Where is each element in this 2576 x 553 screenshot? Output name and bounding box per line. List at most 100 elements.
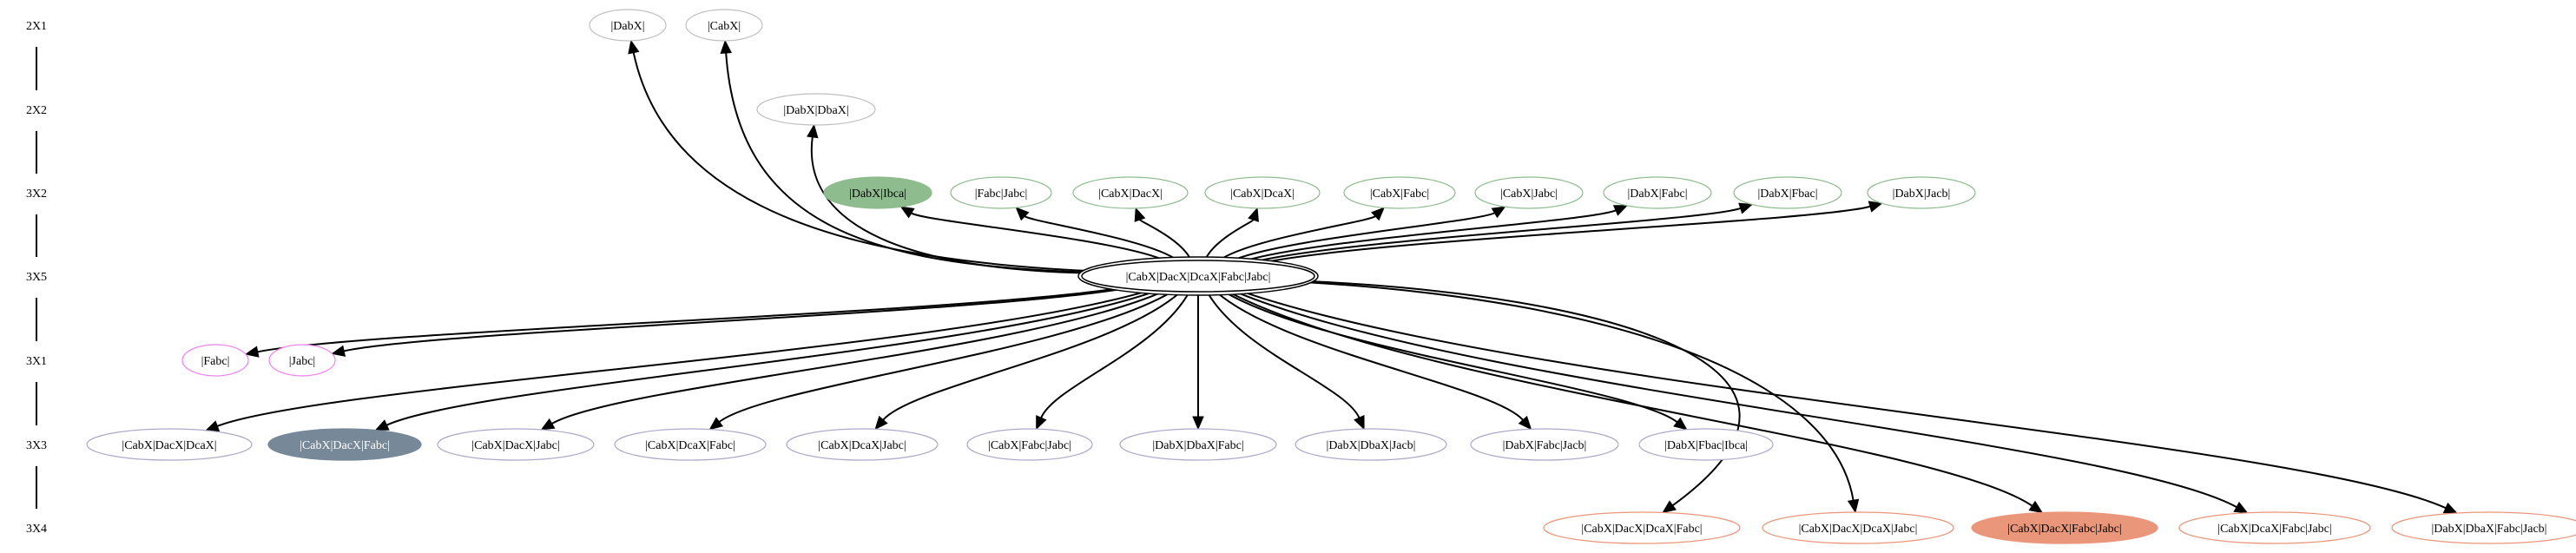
node-label-n3x3_4: |CabX|DcaX|Fabc| (645, 439, 735, 452)
edge-n3x3_1 (216, 289, 1150, 427)
node-n2x1_b[interactable]: |CabX| (685, 9, 763, 42)
arrowhead-n3x2_1 (899, 206, 915, 219)
arrowhead-n3x3_5 (874, 415, 888, 431)
node-shape-n3x2_9 (1867, 176, 1976, 209)
node-shape-n2x1_b (685, 9, 763, 42)
node-label-n3x3_2: |CabX|DacX|Fabc| (300, 439, 390, 452)
node-shape-n3x2_2 (950, 176, 1052, 209)
edge-n2x1_a (632, 52, 1089, 272)
node-n3x4_1[interactable]: |CabX|DacX|DcaX|Fabc| (1543, 511, 1741, 544)
node-n3x4_2[interactable]: |CabX|DacX|DcaX|Jabc| (1762, 511, 1954, 544)
arrowhead-n3x3_10 (1673, 417, 1688, 431)
edge-n3x2_2 (1024, 215, 1179, 262)
arrowhead-n3x1_1 (244, 346, 260, 358)
node-shape-n3x3_2 (267, 428, 422, 461)
edge-n3x2_1 (911, 212, 1167, 262)
node-label-n3x2_9: |DabX|Jacb| (1893, 188, 1951, 201)
arrowhead-n3x2_2 (1015, 207, 1030, 221)
rank-label-r3x5: 3X5 (26, 271, 47, 284)
rank-label-r3x2: 3X2 (26, 188, 47, 201)
node-n3x3_7[interactable]: |DabX|DbaX|Fabc| (1119, 428, 1277, 461)
node-n3x3_8[interactable]: |DabX|DbaX|Jacb| (1295, 428, 1447, 461)
node-n3x2_6[interactable]: |CabX|Jabc| (1474, 176, 1584, 209)
arrowhead-n3x3_1 (205, 420, 221, 432)
arrowhead-n3x1_2 (331, 345, 346, 357)
node-shape-n3x4_3 (1971, 511, 2158, 544)
arrowhead-n3x2_7 (1612, 205, 1629, 216)
node-n3x2_1[interactable]: |DabX|Ibca| (823, 176, 932, 209)
edge-n3x4_4 (1233, 290, 2237, 508)
node-label-n3x3_5: |CabX|DcaX|Jabc| (818, 439, 906, 452)
node-n3x2_7[interactable]: |DabX|Fabc| (1603, 176, 1712, 209)
node-n3x2_8[interactable]: |DabX|Fbac| (1733, 176, 1842, 209)
node-n3x4_5[interactable]: |DabX|DbaX|Fabc|Jacb| (2391, 511, 2576, 544)
arrowhead-n3x3_9 (1518, 415, 1532, 431)
node-shape-n2x2_a (756, 93, 876, 126)
node-shape-n3x3_1 (86, 428, 253, 461)
arrowhead-n3x2_9 (1868, 201, 1883, 213)
node-n3x3_6[interactable]: |CabX|Fabc|Jabc| (966, 428, 1093, 461)
edge-n3x4_5 (1239, 289, 2447, 510)
edge-n3x1_1 (257, 286, 1123, 353)
arrowhead-n3x3_3 (540, 418, 556, 431)
node-shape-n3x4_5 (2391, 511, 2576, 544)
edge-n3x1_2 (343, 287, 1126, 352)
edge-n3x3_8 (1206, 291, 1360, 418)
node-n3x3_4[interactable]: |CabX|DcaX|Fabc| (614, 428, 767, 461)
node-n3x4_3[interactable]: |CabX|DacX|Fabc|Jabc| (1971, 511, 2158, 544)
node-label-n3x2_1: |DabX|Ibca| (849, 188, 906, 201)
arrowhead-n3x3_7 (1192, 416, 1204, 431)
node-shape-n3x3_5 (786, 428, 939, 461)
node-label-n3x2_8: |DabX|Fbac| (1757, 188, 1817, 201)
node-n3x1_2[interactable]: |Jabc| (268, 344, 336, 377)
edge-n3x3_2 (385, 289, 1157, 426)
edge-n3x2_9 (1261, 205, 1871, 264)
node-shape-n3x3_3 (437, 428, 595, 461)
edge-n2x2_a (810, 136, 1084, 274)
arrowhead-n3x4_5 (2442, 502, 2458, 514)
edge-n3x2_6 (1230, 212, 1496, 262)
edge-n3x3_10 (1222, 290, 1678, 423)
node-label-n3x4_5: |DabX|DbaX|Fabc|Jacb| (2432, 523, 2547, 536)
node-n3x3_9[interactable]: |DabX|Fabc|Jacb| (1470, 428, 1619, 461)
edge-n3x3_9 (1215, 291, 1524, 421)
arrowhead-n3x2_6 (1491, 206, 1506, 219)
node-center-inner-ring (1081, 260, 1315, 293)
node-label-n2x1_a: |DabX| (610, 20, 644, 33)
node-n3x3_1[interactable]: |CabX|DacX|DcaX| (86, 428, 253, 461)
edge-n3x4_3 (1226, 290, 2033, 507)
arrowhead-n3x2_8 (1738, 202, 1754, 214)
node-n3x3_5[interactable]: |CabX|DcaX|Jabc| (786, 428, 939, 461)
node-n3x4_4[interactable]: |CabX|DcaX|Fabc|Jabc| (2178, 511, 2371, 544)
edge-layer (205, 39, 2458, 514)
node-n2x1_a[interactable]: |DabX| (589, 9, 667, 42)
node-label-n3x2_4: |CabX|DcaX| (1230, 188, 1295, 201)
node-label-n2x2_a: |DabX|DbaX| (783, 104, 848, 117)
node-shape-n3x2_7 (1603, 176, 1712, 209)
edge-n3x2_4 (1203, 219, 1255, 261)
node-label-n3x4_4: |CabX|DcaX|Fabc|Jabc| (2217, 523, 2331, 536)
node-shape-n3x3_6 (966, 428, 1093, 461)
node-label-n3x2_2: |Fabc|Jabc| (975, 188, 1028, 201)
node-n3x3_3[interactable]: |CabX|DacX|Jabc| (437, 428, 595, 461)
edge-n2x1_b (725, 52, 1086, 273)
node-n3x2_5[interactable]: |CabX|Fabc| (1343, 176, 1456, 209)
node-n3x2_9[interactable]: |DabX|Jacb| (1867, 176, 1976, 209)
node-shape-n3x2_8 (1733, 176, 1842, 209)
node-n3x2_3[interactable]: |CabX|DacX| (1072, 176, 1189, 209)
node-n3x2_4[interactable]: |CabX|DcaX| (1204, 176, 1321, 209)
node-shape-n3x3_10 (1638, 428, 1774, 461)
node-n3x2_2[interactable]: |Fabc|Jabc| (950, 176, 1052, 209)
node-n3x3_2[interactable]: |CabX|DacX|Fabc| (267, 428, 422, 461)
node-n3x3_10[interactable]: |DabX|Fbac|Ibca| (1638, 428, 1774, 461)
node-shape-n3x3_4 (614, 428, 767, 461)
node-n3x1_1[interactable]: |Fabc| (181, 344, 249, 377)
edge-n3x3_4 (718, 290, 1174, 423)
node-n2x2_a[interactable]: |DabX|DbaX| (756, 93, 876, 126)
arrowhead-n2x1_a (628, 39, 640, 55)
edge-n3x3_6 (1040, 291, 1190, 418)
edge-n3x2_3 (1138, 219, 1192, 261)
node-center[interactable]: |CabX|DacX|DcaX|Fabc|Jabc| (1077, 256, 1319, 296)
